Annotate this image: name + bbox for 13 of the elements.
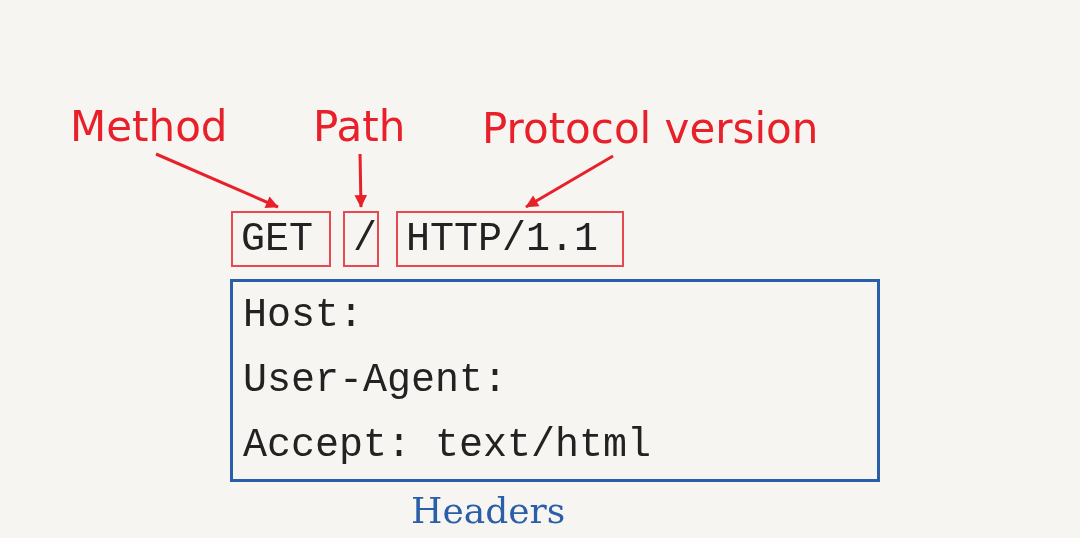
annotation-label: Path: [313, 106, 411, 150]
arrow: [155, 152, 279, 209]
arrow: [525, 154, 614, 209]
header-line: Accept: text/html: [243, 422, 653, 470]
annotation-label: Protocol version: [482, 108, 846, 152]
request-line-token: /: [343, 211, 379, 267]
request-line-token: GET: [231, 211, 331, 267]
header-line: Host:: [243, 292, 365, 340]
header-line: User-Agent:: [243, 357, 509, 405]
annotation-label: Method: [70, 106, 242, 150]
request-line-token: HTTP/1.1: [396, 211, 624, 267]
headers-caption: Headers: [411, 491, 566, 531]
arrow: [354, 153, 368, 208]
